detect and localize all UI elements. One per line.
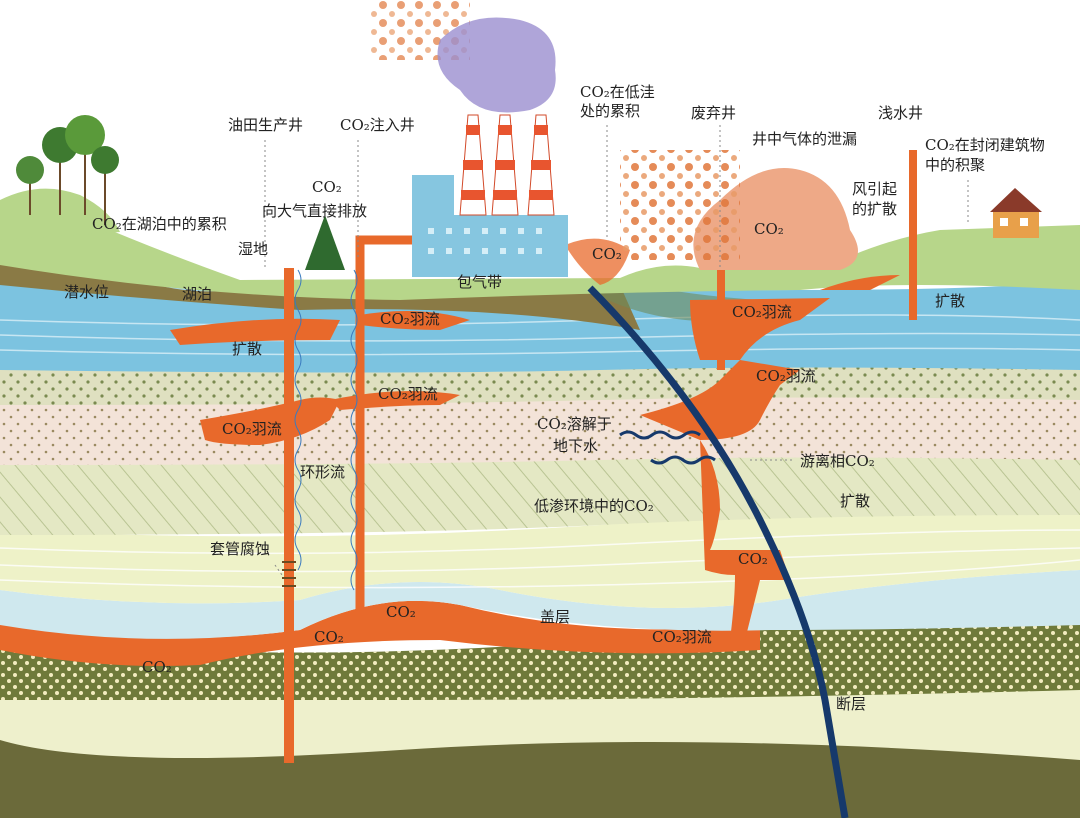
reservoir-co2-label-a: CO₂ xyxy=(386,603,416,621)
ground-surface xyxy=(0,222,1080,300)
wind-diffusion-label-1: 风引起 xyxy=(852,180,898,198)
smokestacks xyxy=(459,114,555,216)
fault-label: 断层 xyxy=(836,695,867,713)
lowland-co2-label: CO₂ xyxy=(592,245,622,263)
plume-label-6: CO₂羽流 xyxy=(652,628,712,646)
direct-emission-co2-label: CO₂ xyxy=(312,178,342,196)
caprock-label: 盖层 xyxy=(540,608,571,626)
diffusion-lake-label: 扩散 xyxy=(232,340,263,358)
plume-label-3: CO₂羽流 xyxy=(222,420,282,438)
dissolved-label-2: 地下水 xyxy=(553,437,599,455)
reservoir-co2-label-c: CO₂ xyxy=(142,658,172,676)
reservoir-co2-label-b: CO₂ xyxy=(314,628,344,646)
injection-pipeline xyxy=(355,235,412,610)
water-table-label: 潜水位 xyxy=(64,283,110,301)
casing-corrosion-label: 套管腐蚀 xyxy=(210,540,271,558)
wetland-label: 湿地 xyxy=(238,240,269,258)
co2-reservoir xyxy=(0,600,760,666)
building-accumulation-label-1: CO₂在封闭建筑物 xyxy=(925,136,1045,154)
diffusion-shallow-label: 扩散 xyxy=(935,292,966,310)
vadose-zone-label: 包气带 xyxy=(457,273,503,291)
dissolved-label-1: CO₂溶解于 xyxy=(537,415,612,433)
lake-accumulation-label: CO₂在湖泊中的累积 xyxy=(92,215,227,233)
well-leak-label: 井中气体的泄漏 xyxy=(752,130,858,148)
smoke-plume xyxy=(437,17,556,113)
caprock-layer xyxy=(0,570,1080,639)
diffusion-deep-label: 扩散 xyxy=(840,492,871,510)
sandstone-layer xyxy=(0,509,1080,608)
direct-emission-label: 向大气直接排放 xyxy=(262,202,368,220)
fault-co2-label: CO₂ xyxy=(738,550,768,568)
vadose-zone xyxy=(0,240,640,330)
groundwater-layer xyxy=(0,265,1080,373)
power-plant xyxy=(412,114,568,277)
house xyxy=(990,188,1042,238)
plume-label-5: CO₂羽流 xyxy=(756,367,816,385)
shallow-well xyxy=(909,150,917,320)
injection-well-label: CO₂注入井 xyxy=(340,116,415,134)
low-permeability-label: 低渗环境中的CO₂ xyxy=(534,497,654,515)
fault-line xyxy=(587,285,849,818)
dissolution-arrows xyxy=(619,430,716,465)
abandoned-well-label: 废弃井 xyxy=(691,104,737,122)
free-phase-label: 游离相CO₂ xyxy=(800,452,875,470)
production-well xyxy=(284,268,294,763)
lowland-accumulation-label-1: CO₂在低洼 xyxy=(580,83,655,101)
production-well-label: 油田生产井 xyxy=(228,116,304,134)
building-accumulation-label-2: 中的积聚 xyxy=(925,156,986,174)
shallow-well-label: 浅水井 xyxy=(878,104,924,122)
annular-flow-label: 环形流 xyxy=(300,463,346,481)
wind-diffusion-label-2: 的扩散 xyxy=(852,200,898,218)
cloud-co2-label: CO₂ xyxy=(754,220,784,238)
plume-label-1: CO₂羽流 xyxy=(380,310,440,328)
casing-corrosion-marks xyxy=(282,561,296,587)
lake-label: 湖泊 xyxy=(182,285,213,303)
plume-label-4: CO₂羽流 xyxy=(732,303,792,321)
abandoned-well xyxy=(717,270,725,370)
plume-label-2: CO₂羽流 xyxy=(378,385,438,403)
trees xyxy=(16,115,345,270)
lowland-accumulation-label-2: 处的累积 xyxy=(580,102,641,120)
